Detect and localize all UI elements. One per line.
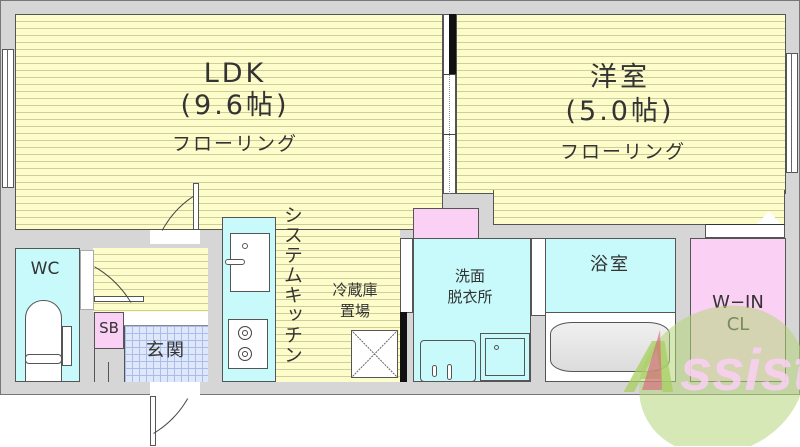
fridge-label-line2: 置場 [339,302,370,320]
window-right [786,53,798,173]
sink-faucet-icon [225,259,245,265]
front-door-opening[interactable] [150,382,200,396]
sliding-door-track[interactable] [449,75,450,194]
ldk-door-leaf[interactable] [193,183,199,230]
washroom-label-line2: 脱衣所 [447,288,493,306]
closet-door-opening[interactable] [705,224,785,238]
washroom-storage [413,208,479,239]
washroom-sliding-door-panel [400,312,407,382]
western-title: 洋室 [590,62,650,93]
ldk-floor-type: フローリング [171,133,298,155]
window-left-pane [7,49,8,188]
wc-label: WC [30,259,60,279]
svg-text:ssist: ssist [680,338,800,403]
western-size: (5.0帖) [565,96,675,127]
burner-2-icon [238,347,252,361]
ldk-title: LDK [203,58,267,89]
western-floor-type: フローリング [559,141,686,163]
washroom-label-line1: 洗面 [454,267,485,285]
washing-machine-space [480,333,530,381]
shoebox-lower [94,349,124,382]
toilet-tank-icon [62,326,72,366]
kitchen-label: システムキッチン [280,205,303,365]
shoebox [94,312,124,349]
fridge-label-line1: 冷蔵庫 [332,281,378,299]
sink-drain-icon [242,243,248,249]
washing-machine-drain-icon [494,345,499,350]
bath-door[interactable] [531,238,546,316]
toilet-bowl-icon [25,300,62,382]
sliding-door-divider-1 [443,74,456,75]
room-western-lower [493,190,785,225]
window-right-pane [791,53,792,173]
burner-1-icon [238,326,252,340]
bath-label: 浴室 [590,254,630,275]
sliding-door-panel [449,14,456,74]
washing-machine-icon [485,338,525,376]
entrance-step [124,312,208,326]
washroom-sliding-door[interactable] [400,238,413,313]
faucet-icon [432,365,437,377]
fridge-cross-icon [352,331,397,377]
toilet-seat-icon [25,354,62,364]
assist-watermark-logo: A ssist [623,305,800,446]
shoebox-label: SB [99,319,119,337]
kitchen-wall [208,230,222,383]
shoebox-lower-line [108,362,109,382]
fridge-space [351,330,398,378]
ldk-size: (9.6帖) [180,90,290,121]
ldk-door-opening[interactable] [150,230,200,244]
closet-door-triangle-icon [757,211,781,224]
room-western [456,14,786,194]
room-ldk [15,14,443,230]
entrance-label: 玄関 [146,340,186,361]
room-entrance [124,326,208,382]
wc-door-opening[interactable] [80,250,94,310]
window-left [2,49,14,188]
tap-icon [447,364,452,380]
washbasin-icon [420,340,476,382]
